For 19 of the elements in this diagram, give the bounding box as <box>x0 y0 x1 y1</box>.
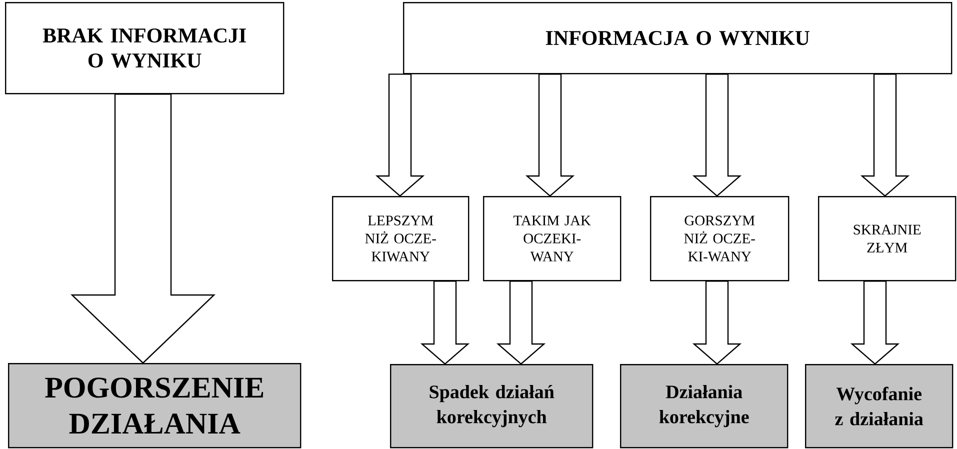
result-box: Wycofanie z działania <box>805 364 954 448</box>
outcome-box: LEPSZYM NIŻ OCZE-KIWANY <box>332 196 470 282</box>
result-box: Spadek działań korekcyjnych <box>390 364 594 448</box>
outcome-box: TAKIM JAK OCZEKI-WANY <box>483 196 622 282</box>
block-arrow <box>692 74 742 197</box>
block-arrow <box>850 280 900 365</box>
block-arrow <box>525 74 575 197</box>
block-arrow <box>496 280 546 365</box>
block-arrow <box>420 280 470 365</box>
outcome-box: SKRAJNIE ZŁYM <box>818 196 956 282</box>
result-box: POGORSZENIE DZIAŁANIA <box>8 362 302 448</box>
title-box: INFORMACJA O WYNIKU <box>403 2 952 74</box>
title-box: BRAK INFORMACJI O WYNIKU <box>5 2 284 94</box>
result-box: Działania korekcyjne <box>620 364 788 448</box>
block-arrow <box>860 74 910 197</box>
block-arrow <box>692 280 742 365</box>
outcome-box: GORSZYM NIŻ OCZE-KI-WANY <box>650 196 790 282</box>
block-arrow <box>375 74 425 197</box>
block-arrow <box>70 94 216 364</box>
